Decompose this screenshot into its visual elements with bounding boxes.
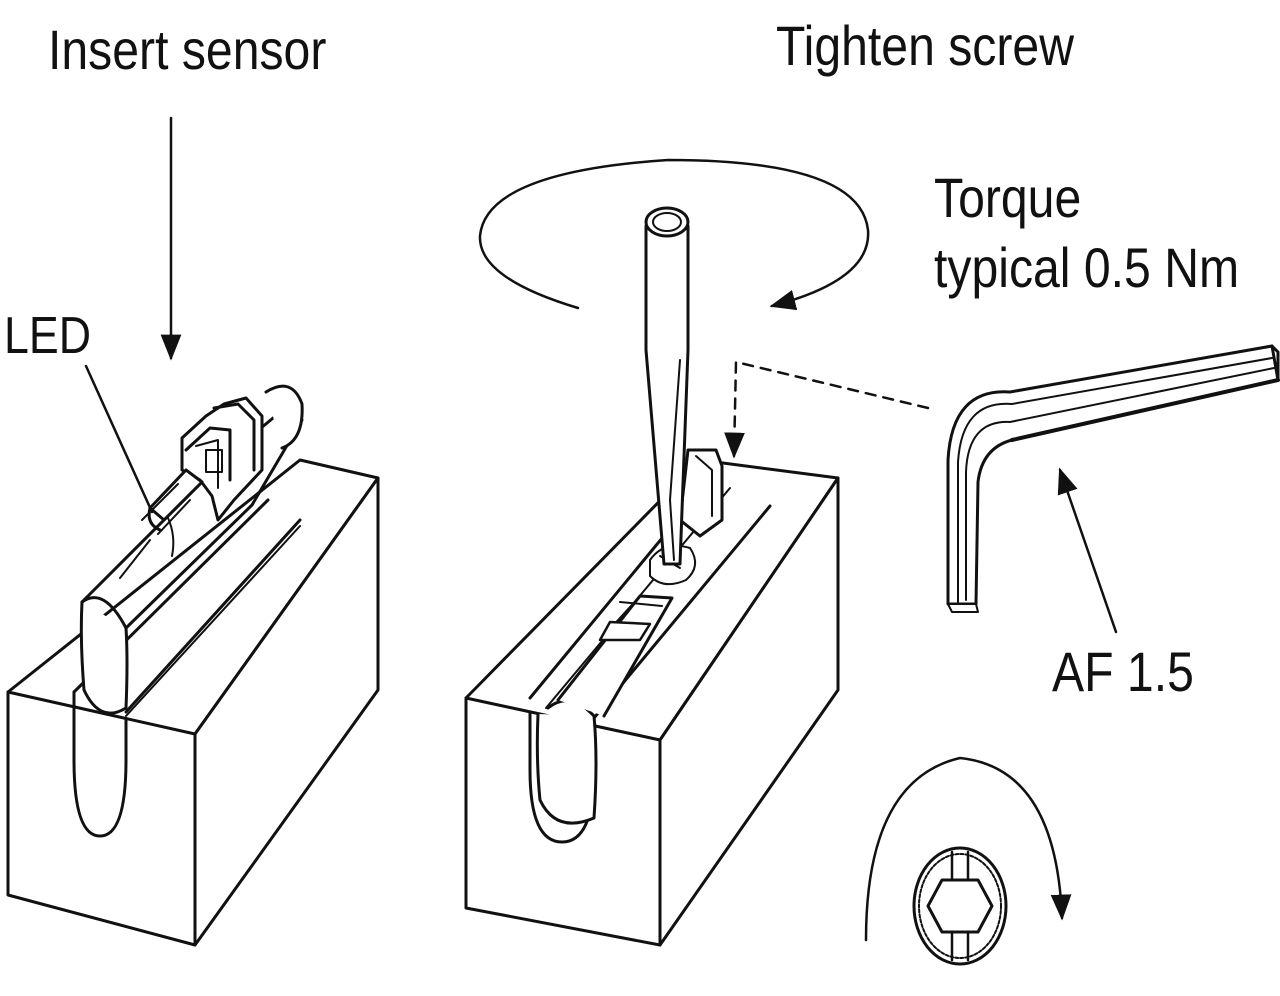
- screwdriver: [646, 208, 688, 564]
- tighten-screw-label: Tighten screw: [776, 14, 1074, 77]
- rotation-arrow-bottom: [866, 758, 1072, 940]
- af-leader-arrow: [1057, 467, 1116, 632]
- screw-head-detail: [914, 848, 1006, 964]
- torque-label: Torque: [934, 166, 1082, 229]
- torque-value-label: typical 0.5 Nm: [934, 236, 1240, 299]
- allen-key: [948, 346, 1278, 612]
- right-mounting-block: [466, 460, 838, 945]
- led-leader-line: [86, 366, 152, 512]
- allen-key-size-label: AF 1.5: [1052, 640, 1194, 703]
- sensor-inserted-left: [81, 386, 302, 713]
- insert-sensor-label: Insert sensor: [48, 18, 327, 81]
- sensor-inserted-right: [537, 450, 722, 823]
- led-label: LED: [4, 307, 91, 365]
- dashed-pointer: [724, 362, 928, 459]
- left-mounting-block: [8, 460, 378, 945]
- rotation-arrow-top: [480, 160, 868, 311]
